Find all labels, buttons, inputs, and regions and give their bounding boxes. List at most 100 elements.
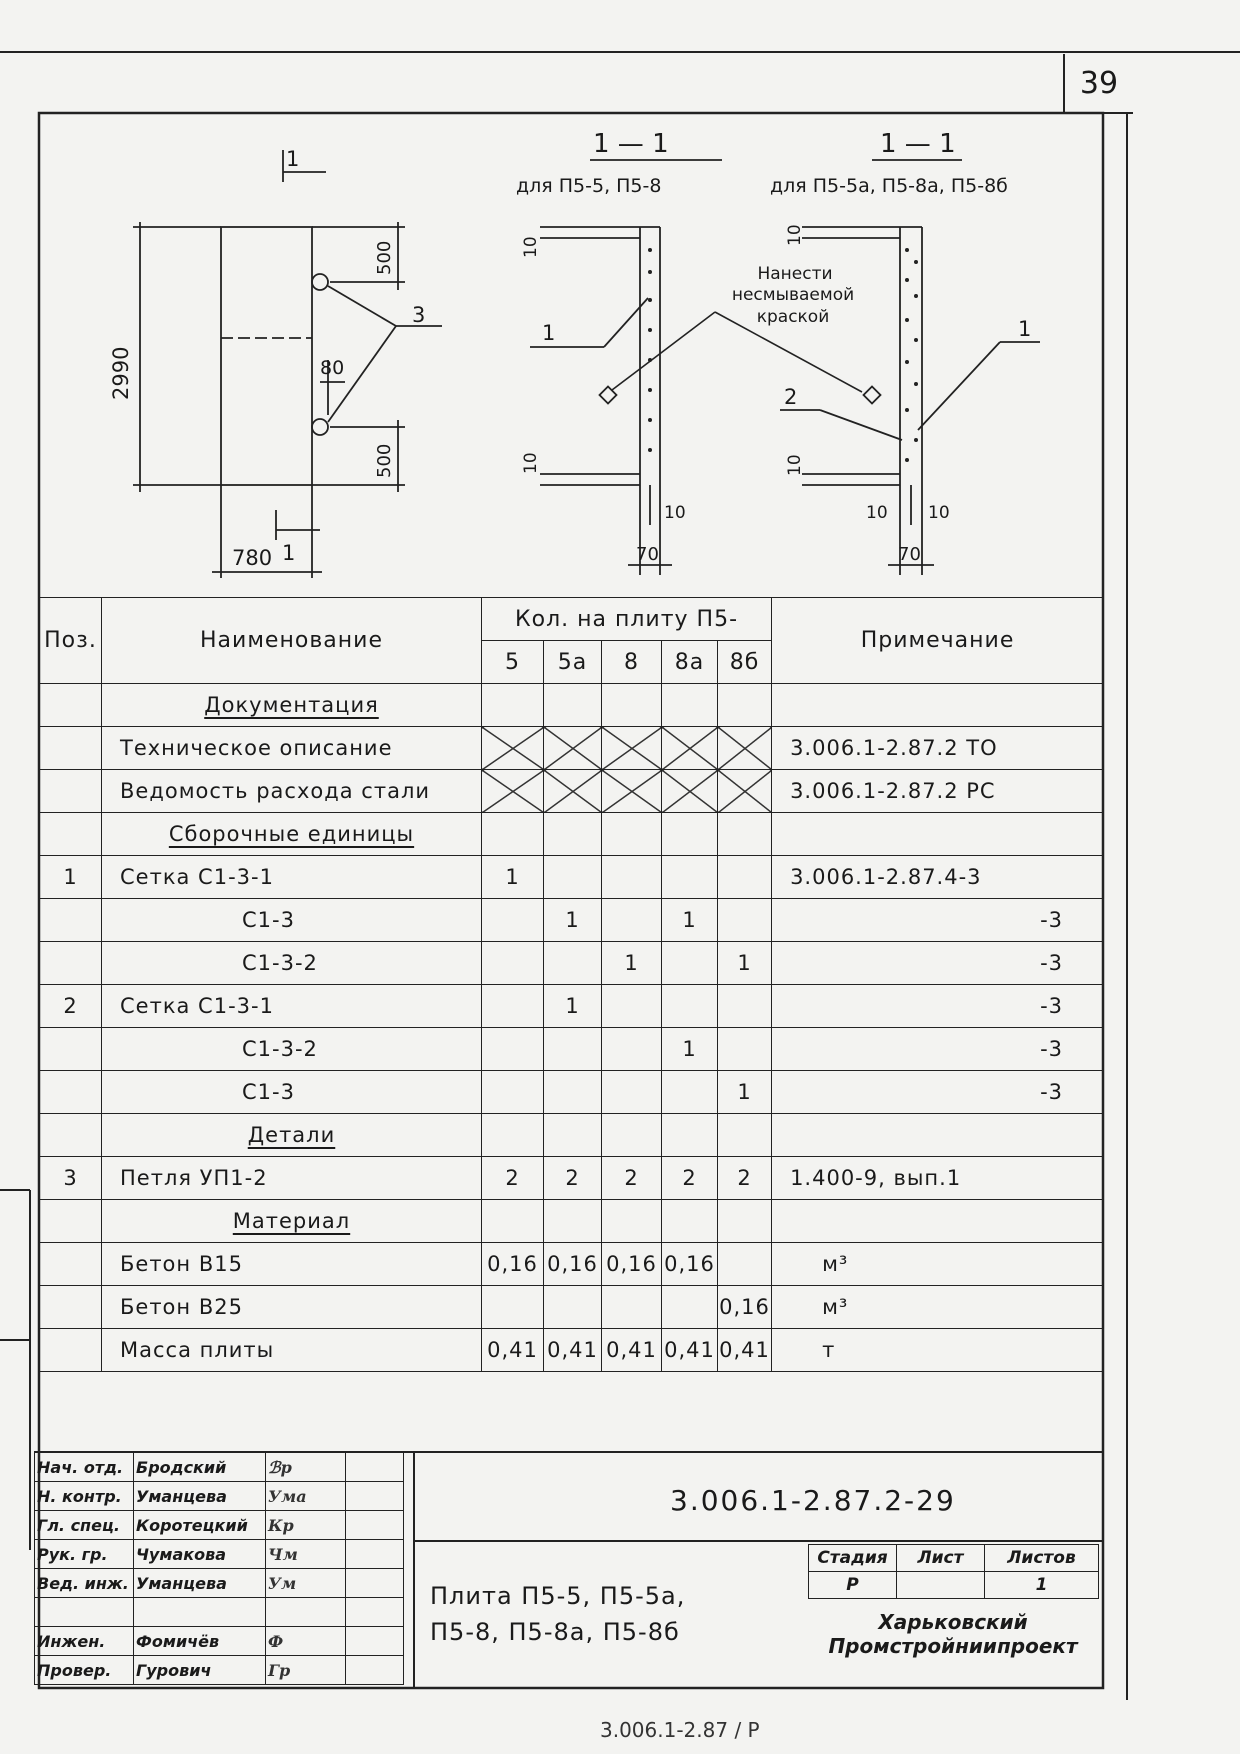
signer-role: Инжен. <box>34 1626 134 1656</box>
spec-note-cell: -3 <box>771 898 1105 942</box>
spec-empty-cell <box>101 1371 482 1414</box>
section-a-title: 1 — 1 <box>593 129 669 159</box>
spec-qty-cell <box>601 769 662 813</box>
spec-qty-cell <box>716 1199 773 1243</box>
spec-note-cell <box>771 683 1105 727</box>
section-b-leader-1: 1 <box>1018 317 1031 341</box>
spec-name-cell: Ведомость расхода стали <box>101 769 482 813</box>
plan-bottom-dim: 500 <box>374 444 395 478</box>
spec-qty-cell <box>543 1027 602 1071</box>
spec-qty-cell <box>716 1027 773 1071</box>
spec-qty-cell: 0,41 <box>661 1328 718 1372</box>
spec-qty-cell <box>661 683 718 727</box>
section-b-leader-2: 2 <box>784 385 797 409</box>
signer-name: Коротецкий <box>133 1510 266 1540</box>
spec-note-cell: 1.400-9, вып.1 <box>771 1156 1105 1200</box>
spec-qty-cell <box>481 812 544 856</box>
section-a-subtitle: для П5-5, П5-8 <box>516 175 661 197</box>
spec-note-cell: 3.006.1-2.87.2 РС <box>771 769 1105 813</box>
note-line-1: Нанести <box>757 264 832 284</box>
section-a-dim-bottom: 10 <box>521 452 541 474</box>
plan-leader-3: 3 <box>412 303 425 327</box>
spec-qty-cell <box>601 984 662 1028</box>
spec-header-note: Примечание <box>771 597 1105 684</box>
spec-name-cell: Техническое описание <box>101 726 482 770</box>
stage-value: Р <box>808 1571 897 1599</box>
signer-name: Уманцева <box>133 1568 266 1598</box>
section-b-subtitle: для П5-5а, П5-8а, П5-8б <box>770 175 1008 197</box>
spec-row: Материал <box>39 1199 1105 1243</box>
spec-qty-cell <box>481 769 544 813</box>
spec-empty-cell <box>771 1371 1104 1414</box>
signer-name: Уманцева <box>133 1481 266 1511</box>
note-line-2: несмываемой <box>732 285 854 305</box>
spec-name-cell: Детали <box>101 1113 482 1157</box>
spec-pos-cell <box>39 941 102 985</box>
spec-qty-cell <box>481 683 544 727</box>
spec-qty-cell: 2 <box>601 1156 662 1200</box>
signer-signature: Ф <box>265 1626 346 1656</box>
plan-top-dim: 500 <box>374 241 395 275</box>
signer-role: Рук. гр. <box>34 1539 134 1569</box>
spec-qty-cell <box>601 812 662 856</box>
spec-note-cell: т <box>771 1328 1105 1372</box>
spec-row: Детали <box>39 1113 1105 1157</box>
spec-qty-cell <box>661 812 718 856</box>
spec-qty-cell <box>716 984 773 1028</box>
signer-name <box>133 1597 266 1627</box>
spec-qty-cell: 0,41 <box>601 1328 662 1372</box>
spec-qty-cell <box>716 898 773 942</box>
spec-empty-cell <box>661 1371 718 1414</box>
spec-qty-cell <box>661 855 718 899</box>
spec-row: Документация <box>39 683 1105 727</box>
section-a-rebar-dots <box>648 248 652 452</box>
spec-name-cell: Сборочные единицы <box>101 812 482 856</box>
spec-pos-cell <box>39 769 102 813</box>
sheet-value <box>896 1571 985 1599</box>
signer-signature <box>265 1597 346 1627</box>
spec-variant-8b: 8б <box>716 640 773 684</box>
spec-qty-cell: 2 <box>481 1156 544 1200</box>
spec-qty-cell: 1 <box>601 941 662 985</box>
spec-qty-cell <box>601 1113 662 1157</box>
spec-empty-cell <box>601 1371 662 1414</box>
signer-signature: Чм <box>265 1539 346 1569</box>
spec-pos-cell: 1 <box>39 855 102 899</box>
plan-section-mark-top: 1 <box>286 147 299 171</box>
signer-role: Н. контр. <box>34 1481 134 1511</box>
spec-empty-cell <box>543 1371 602 1414</box>
spec-pos-cell <box>39 1070 102 1114</box>
spec-qty-cell: 0,41 <box>716 1328 773 1372</box>
spec-empty-cell <box>481 1371 544 1414</box>
section-b-dim-right: 10 <box>928 503 950 523</box>
spec-qty-cell <box>543 1199 602 1243</box>
spec-header-name: Наименование <box>101 597 482 684</box>
spec-qty-cell <box>661 1070 718 1114</box>
signer-role: Провер. <box>34 1655 134 1685</box>
spec-qty-cell <box>481 898 544 942</box>
signer-name: Бродский <box>133 1452 266 1482</box>
spec-qty-cell <box>481 1027 544 1071</box>
spec-qty-cell <box>661 1113 718 1157</box>
signer-date <box>345 1539 404 1569</box>
spec-pos-cell: 3 <box>39 1156 102 1200</box>
spec-qty-cell: 2 <box>716 1156 773 1200</box>
spec-variant-5a: 5а <box>543 640 602 684</box>
sheets-value: 1 <box>984 1571 1099 1599</box>
spec-pos-cell <box>39 1027 102 1071</box>
spec-qty-cell <box>716 1242 773 1286</box>
spec-qty-cell <box>716 683 773 727</box>
spec-note-cell <box>771 1199 1105 1243</box>
signer-role <box>34 1597 134 1627</box>
spec-qty-cell <box>661 941 718 985</box>
spec-qty-cell <box>661 984 718 1028</box>
